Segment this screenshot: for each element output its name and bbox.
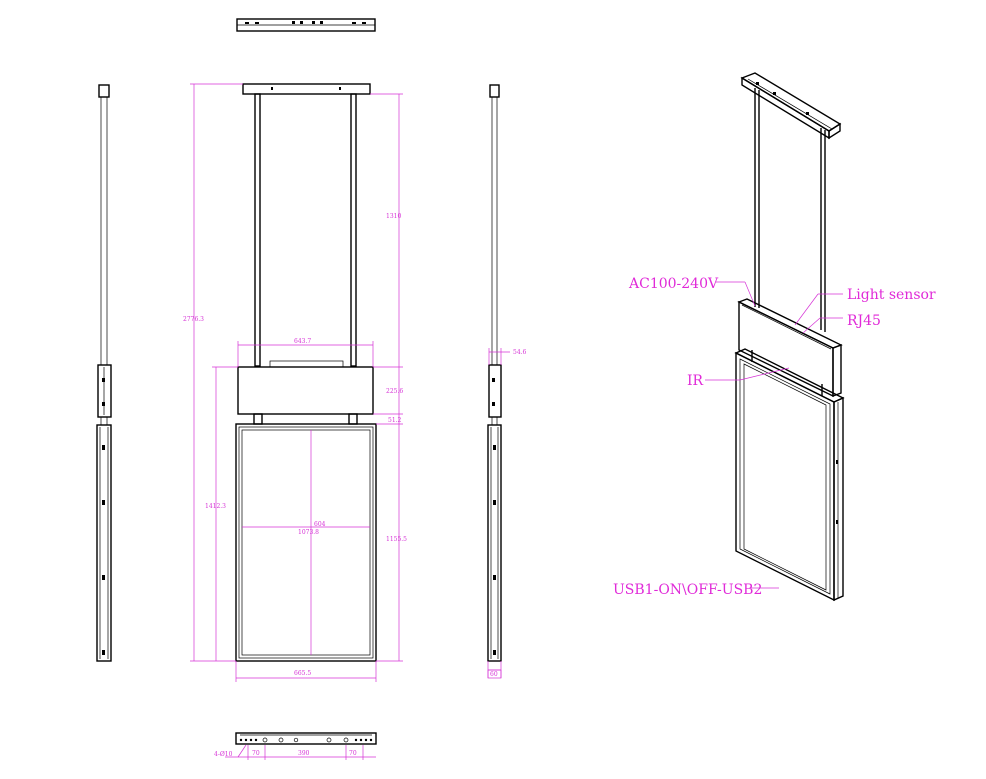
screen-height-label: 1412.3 [205, 503, 226, 510]
inner-width-label: 604 [314, 521, 326, 528]
side-bottom-label: 60 [490, 671, 498, 678]
callouts: AC100-240V Light sensor RJ45 IR USB1-ON\… [613, 276, 936, 598]
isometric-view [734, 72, 845, 602]
right-side-view: 54.6 60 [487, 84, 527, 679]
overall-height-label: 2776.3 [183, 316, 204, 323]
front-view [235, 83, 377, 662]
side-depth-label: 54.6 [513, 349, 527, 356]
screen-lower-label: 1155.5 [386, 536, 407, 543]
callout-ac-label: AC100-240V [628, 276, 719, 292]
top-width-label: 643.7 [294, 338, 311, 345]
upper-pole-label: 1310 [386, 213, 401, 220]
spacing-mid-label: 390 [298, 750, 310, 757]
top-view [236, 18, 376, 32]
bottom-width-label: 665.5 [294, 670, 311, 677]
callout-rj45-label: RJ45 [847, 313, 881, 329]
holes-label: 4-Ø10 [214, 751, 233, 758]
callout-light-sensor-label: Light sensor [847, 287, 936, 303]
bottom-view: 4-Ø10 70 390 70 [214, 732, 377, 760]
left-side-view [96, 84, 112, 662]
gap-label: 51.2 [388, 417, 402, 424]
inner-height-label: 1073.8 [298, 529, 319, 536]
callout-usb-label: USB1-ON\OFF-USB2 [613, 582, 762, 598]
spacing-left-label: 70 [252, 750, 260, 757]
front-dimensions: 2776.3 1412.3 1310 225.6 51.2 1155.5 643… [183, 83, 407, 682]
callout-ir-label: IR [687, 373, 704, 389]
box-height-label: 225.6 [386, 388, 403, 395]
spacing-right-label: 70 [349, 750, 357, 757]
